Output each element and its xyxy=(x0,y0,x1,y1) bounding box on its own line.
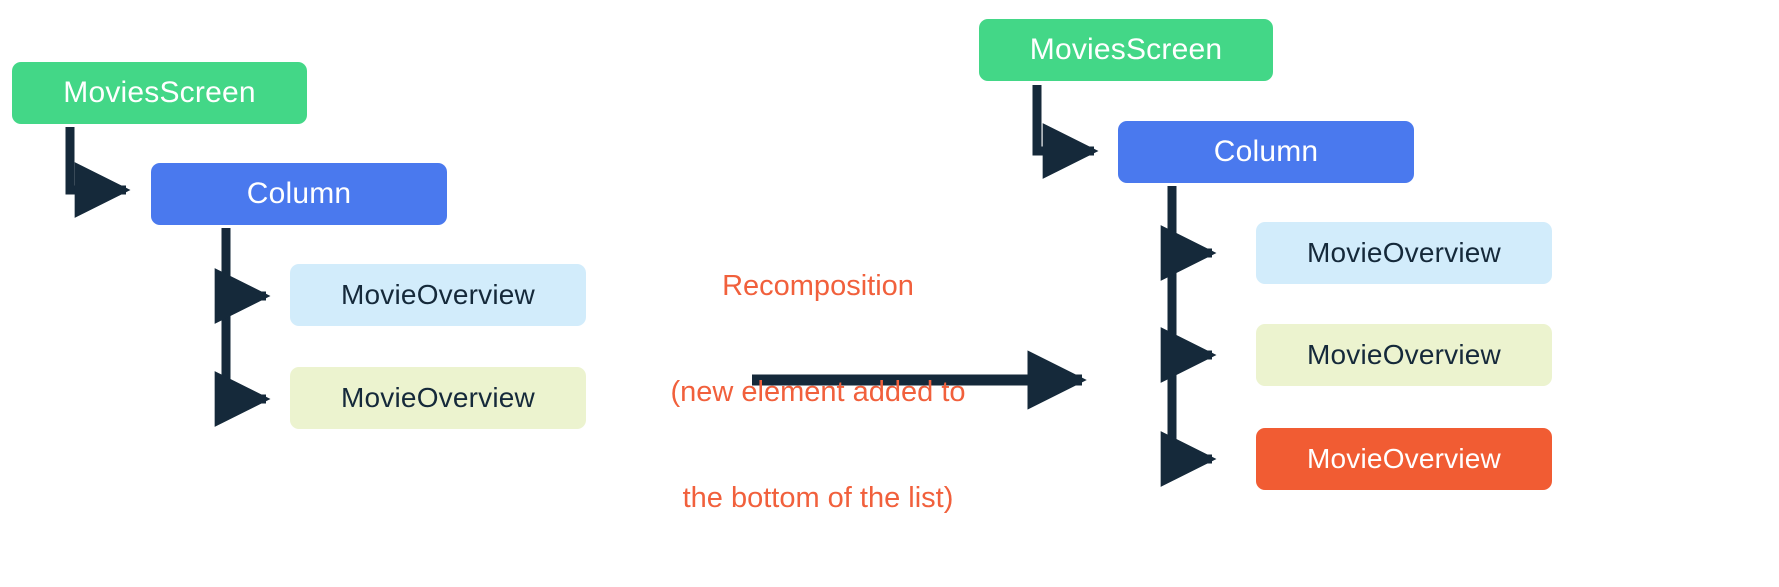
right-node-movie-overview-3-label: MovieOverview xyxy=(1307,443,1501,474)
right-node-movie-overview-1[interactable]: MovieOverview xyxy=(1256,222,1552,284)
right-node-movie-overview-3[interactable]: MovieOverview xyxy=(1256,428,1552,490)
left-node-movies-screen-label: MoviesScreen xyxy=(63,76,256,109)
left-node-column[interactable]: Column xyxy=(151,163,447,225)
left-node-movie-overview-2-label: MovieOverview xyxy=(341,382,535,413)
left-edge-screen-to-column xyxy=(65,127,131,218)
right-node-movie-overview-1-label: MovieOverview xyxy=(1307,237,1501,268)
left-node-movies-screen[interactable]: MoviesScreen xyxy=(12,62,307,124)
right-node-movies-screen[interactable]: MoviesScreen xyxy=(979,19,1273,81)
right-node-movie-overview-2[interactable]: MovieOverview xyxy=(1256,324,1552,386)
left-node-movie-overview-2[interactable]: MovieOverview xyxy=(290,367,586,429)
left-node-column-label: Column xyxy=(246,177,352,210)
right-edge-screen-to-column xyxy=(1032,85,1099,179)
right-node-movie-overview-2-label: MovieOverview xyxy=(1307,339,1501,370)
left-node-movie-overview-1-label: MovieOverview xyxy=(341,279,535,310)
right-node-column-label: Column xyxy=(1213,135,1319,168)
recomposition-caption: Recomposition (new element added to the … xyxy=(646,198,990,587)
right-node-column[interactable]: Column xyxy=(1118,121,1414,183)
right-node-movies-screen-label: MoviesScreen xyxy=(1029,33,1223,66)
recomposition-caption-line-3: the bottom of the list) xyxy=(682,482,954,514)
recomposition-caption-line-2: (new element added to xyxy=(670,375,966,408)
recomposition-caption-line-1: Recomposition xyxy=(722,269,914,302)
left-node-movie-overview-1[interactable]: MovieOverview xyxy=(290,264,586,326)
